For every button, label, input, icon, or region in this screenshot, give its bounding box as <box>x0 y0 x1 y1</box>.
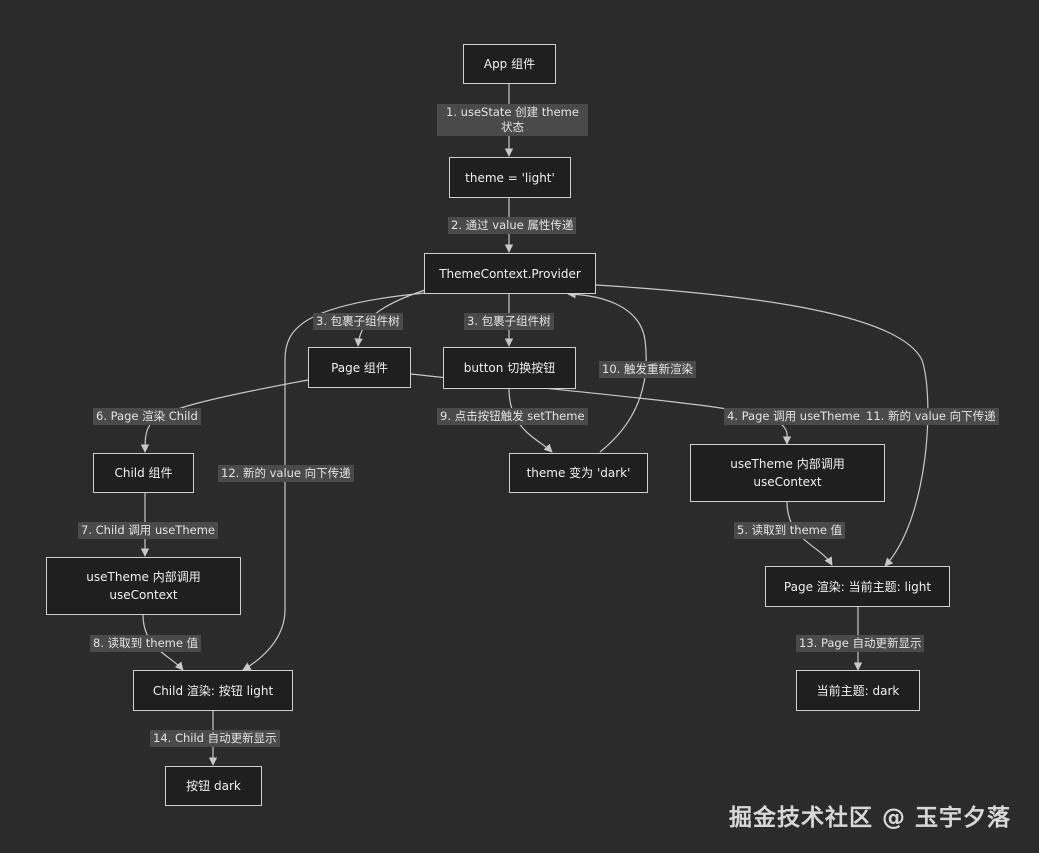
node-use-theme-left: useTheme 内部调用 useContext <box>46 557 241 615</box>
edge-label-12: 12. 新的 value 向下传递 <box>218 465 354 482</box>
node-child-render: Child 渲染: 按钮 light <box>133 670 293 711</box>
edge-12 <box>242 292 426 671</box>
node-app: App 组件 <box>463 44 556 84</box>
edge-5 <box>786 501 833 566</box>
edge-label-8: 8. 读取到 theme 值 <box>90 635 202 652</box>
node-provider: ThemeContext.Provider <box>424 253 596 294</box>
edge-label-6: 6. Page 渲染 Child <box>93 408 201 425</box>
node-theme-init: theme = 'light' <box>449 157 571 198</box>
edge-11 <box>595 284 929 567</box>
node-use-theme-right: useTheme 内部调用 useContext <box>690 444 885 502</box>
edge-label-3b: 3. 包裹子组件树 <box>464 313 554 330</box>
node-page-display: 当前主题: dark <box>796 670 920 711</box>
edge-label-14: 14. Child 自动更新显示 <box>150 730 280 747</box>
node-child: Child 组件 <box>93 453 194 493</box>
edge-label-7: 7. Child 调用 useTheme <box>78 522 218 539</box>
edge-label-2: 2. 通过 value 属性传递 <box>448 217 577 234</box>
node-button: button 切换按钮 <box>443 347 576 389</box>
edge-label-10: 10. 触发重新渲染 <box>599 361 696 378</box>
edge-label-13: 13. Page 自动更新显示 <box>796 635 925 652</box>
edge-label-4: 4. Page 调用 useTheme <box>724 408 863 425</box>
edge-label-1: 1. useState 创建 theme 状态 <box>437 104 588 136</box>
node-theme-dark: theme 变为 'dark' <box>509 453 648 493</box>
edge-label-3a: 3. 包裹子组件树 <box>313 313 403 330</box>
edge-9 <box>508 388 553 453</box>
node-page: Page 组件 <box>308 347 411 388</box>
node-page-render: Page 渲染: 当前主题: light <box>765 566 950 607</box>
watermark: 掘金技术社区 @ 玉宇夕落 <box>729 805 1012 831</box>
node-child-display: 按钮 dark <box>165 766 262 806</box>
edge-label-5: 5. 读取到 theme 值 <box>734 522 846 539</box>
edge-label-11: 11. 新的 value 向下传递 <box>863 408 999 425</box>
edge-10 <box>567 290 647 453</box>
edge-label-9: 9. 点击按钮触发 setTheme <box>437 408 588 425</box>
